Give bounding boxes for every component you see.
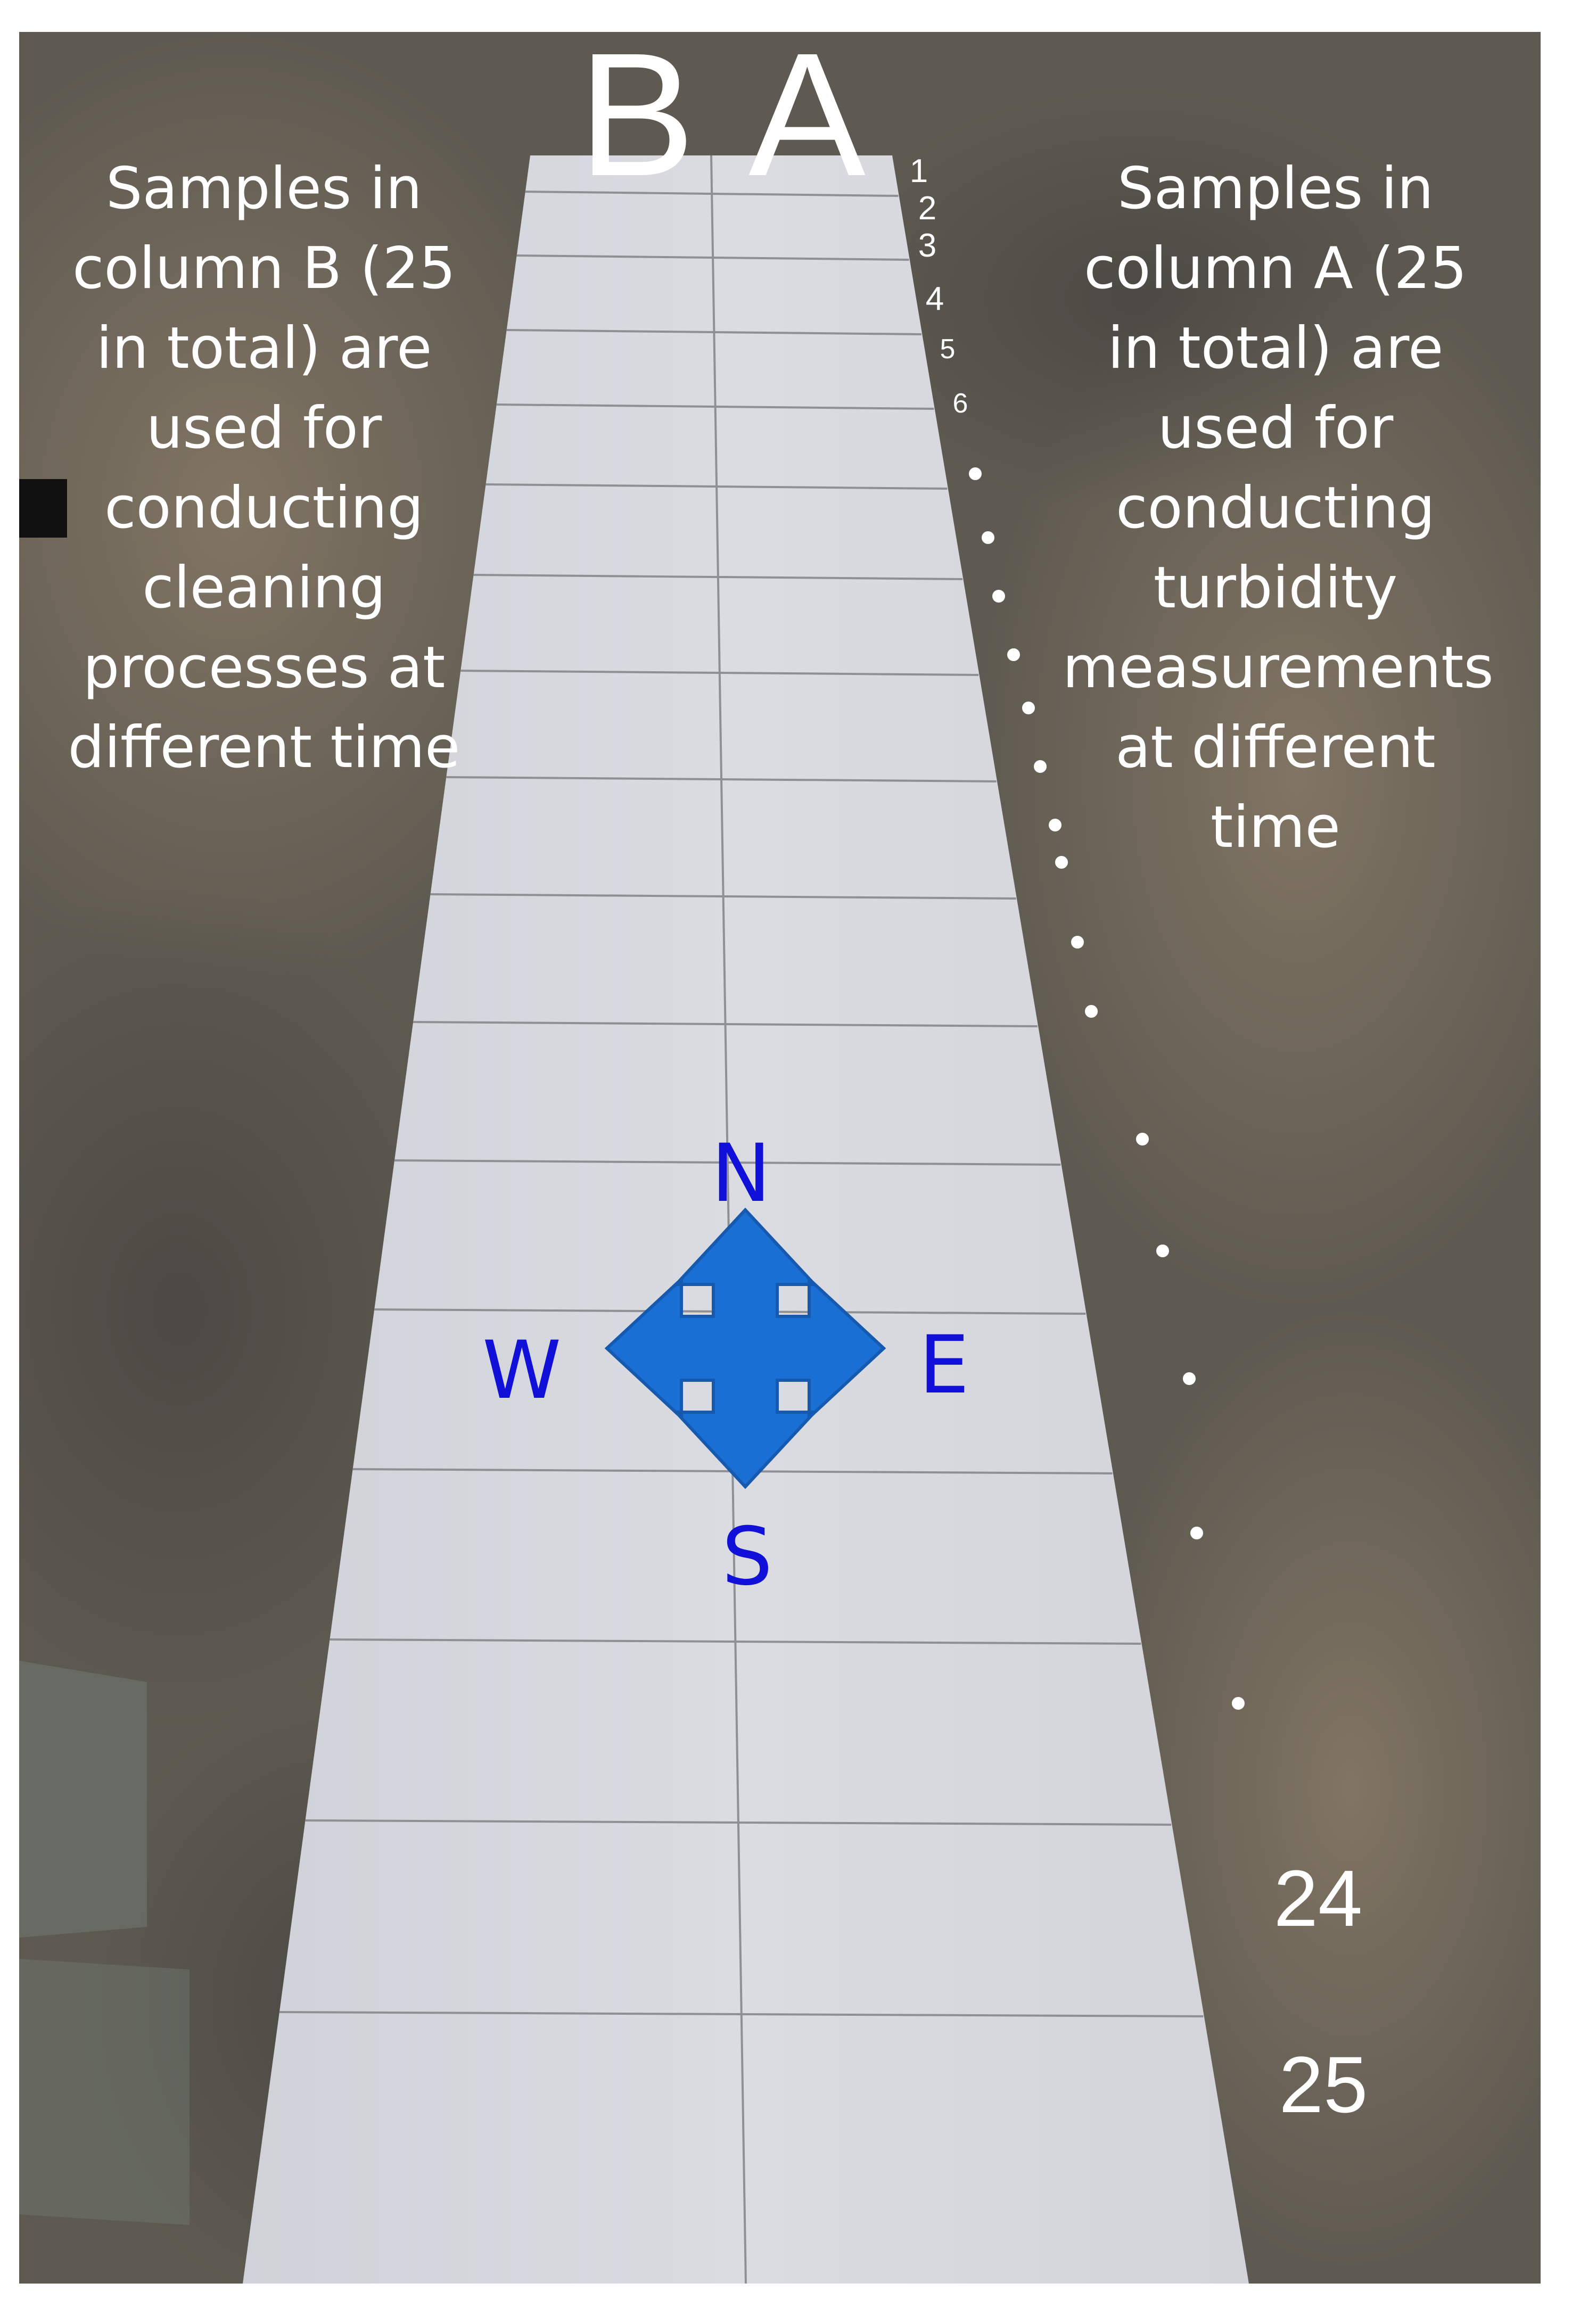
caption-column-a: Samples in column A (25 in total) are us… bbox=[1063, 155, 1494, 861]
row-number-6: 6 bbox=[952, 388, 968, 419]
row-number-2: 2 bbox=[918, 190, 937, 227]
row-number-25: 25 bbox=[1279, 2040, 1368, 2129]
four-way-arrow-icon bbox=[604, 1207, 886, 1489]
row-number-5: 5 bbox=[940, 334, 956, 365]
row-number-1: 1 bbox=[909, 153, 928, 189]
column-b-label: B bbox=[578, 16, 696, 212]
row-number-3: 3 bbox=[918, 227, 937, 264]
compass-south: S bbox=[722, 1511, 773, 1603]
compass-east: E bbox=[919, 1319, 969, 1412]
compass-west: W bbox=[482, 1324, 562, 1417]
photo-scene: B A Samples in column B (25 in total) ar… bbox=[19, 27, 1541, 2284]
row-number-4: 4 bbox=[925, 281, 944, 317]
compass-north: N bbox=[711, 1127, 771, 1220]
glass-plate bbox=[19, 1661, 147, 1938]
roof-photo bbox=[19, 32, 1541, 2284]
caption-column-b: Samples in column B (25 in total) are us… bbox=[68, 155, 460, 781]
column-a-label: A bbox=[748, 16, 866, 212]
glass-plate bbox=[19, 1959, 190, 2225]
black-object bbox=[19, 479, 67, 538]
row-number-24: 24 bbox=[1273, 1853, 1363, 1943]
